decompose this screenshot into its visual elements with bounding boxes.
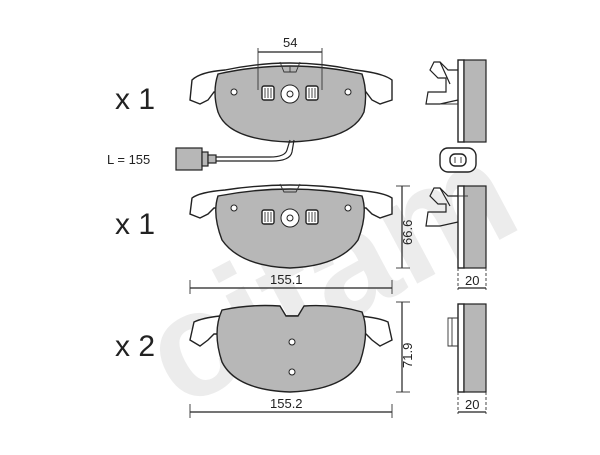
wire-length-label: L = 155 <box>107 152 150 167</box>
dim-label-width-row2: 155.1 <box>270 272 303 287</box>
dim-label-height-row2: 66.6 <box>400 220 415 245</box>
center-notch-row2 <box>279 183 301 193</box>
center-mark-lower <box>288 368 296 376</box>
friction-material-row1 <box>214 65 367 143</box>
brake-pad-row1: 54 <box>189 35 393 143</box>
center-mark-upper <box>288 338 296 346</box>
connector-side-socket <box>449 153 467 167</box>
clip-center <box>286 90 294 98</box>
side-friction-row2 <box>463 185 487 269</box>
dim-label-54: 54 <box>283 35 297 50</box>
dim-label-width-row3: 155.2 <box>270 396 303 411</box>
side-backing-row1 <box>457 59 465 143</box>
side-view-row3: 20 <box>447 303 487 414</box>
side-backing-row2 <box>457 185 465 269</box>
sensor-wire-lower <box>216 139 295 162</box>
friction-material-row2 <box>215 188 365 269</box>
quantity-label-row2: x 1 <box>115 208 155 241</box>
wear-sensor: L = 155 <box>107 139 295 171</box>
sensor-connector-side <box>439 147 477 173</box>
sensor-connector <box>175 147 203 171</box>
quantity-label-row1: x 1 <box>115 83 155 116</box>
side-clip-row3 <box>447 317 458 347</box>
side-view-row2: 20 <box>425 185 487 290</box>
sensor-clip-row1 <box>261 84 319 104</box>
connector-neck <box>201 151 209 167</box>
friction-material-row3 <box>216 304 367 393</box>
connector-boot <box>207 154 217 164</box>
side-spring-clip-row1 <box>425 61 459 105</box>
dim-label-thickness-row3: 20 <box>465 397 479 412</box>
side-friction-row3 <box>463 303 487 393</box>
mounting-hole-right <box>344 88 352 96</box>
brake-pad-row2: 155.1 66.6 <box>189 183 415 294</box>
quantity-label-row3: x 2 <box>115 330 155 363</box>
brake-pad-row3: 155.2 71.9 <box>189 301 415 418</box>
mounting-hole-left <box>230 88 238 96</box>
dim-label-height-row3: 71.9 <box>400 343 415 368</box>
side-view-row1 <box>425 59 487 143</box>
side-backing-row3 <box>457 303 465 393</box>
sensor-wire-upper <box>216 139 291 158</box>
sensor-clip-row2 <box>261 208 319 228</box>
side-friction-row1 <box>463 59 487 143</box>
dim-label-thickness-row2: 20 <box>465 273 479 288</box>
